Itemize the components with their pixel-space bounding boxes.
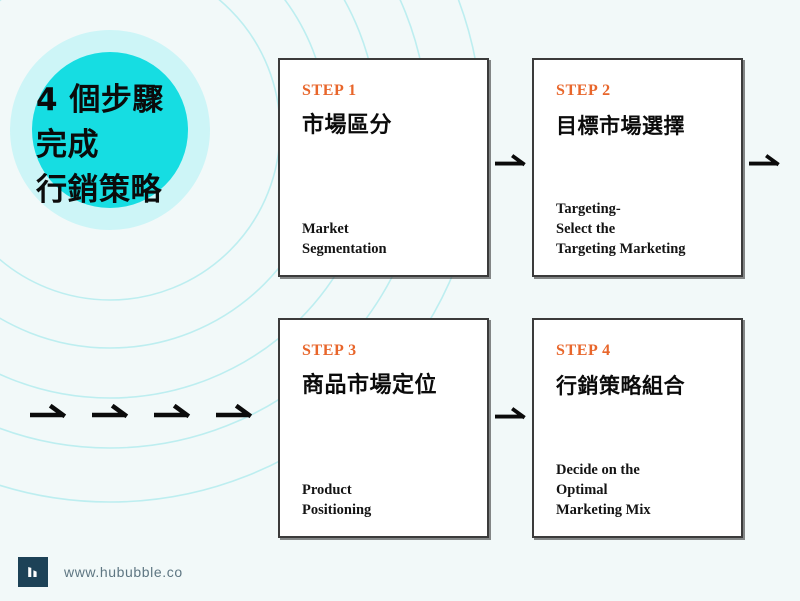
step-subtitle-4: Decide on the Optimal Marketing Mix <box>556 462 651 518</box>
step-label-4: STEP 4 <box>556 342 611 359</box>
arrow-step2-continue-icon <box>749 154 780 167</box>
decor-arrow-icon <box>216 403 253 419</box>
footer-url-text[interactable]: www.hububble.co <box>64 564 183 580</box>
step-label-3: STEP 3 <box>302 342 357 359</box>
step-subtitle-1: Market Segmentation <box>302 221 387 257</box>
step-title-2: 目標市場選擇 <box>556 114 685 138</box>
step-card-1-body: STEP 1 市場區分 Market Segmentation <box>280 60 487 275</box>
arrow-step3-to-step4-icon <box>495 407 526 420</box>
step-title-4: 行銷策略組合 <box>556 374 685 398</box>
step-title-1: 市場區分 <box>302 113 393 138</box>
logo-glyph <box>28 567 37 577</box>
step-label-2: STEP 2 <box>556 82 611 99</box>
step-card-4[interactable]: STEP 4 行銷策略組合 Decide on the Optimal Mark… <box>532 318 743 538</box>
step-subtitle-3: Product Positioning <box>302 482 372 518</box>
step-card-2[interactable]: STEP 2 目標市場選擇 Targeting- Select the Targ… <box>532 58 743 277</box>
decor-arrow-icon <box>154 403 191 419</box>
decor-arrow-icon <box>30 403 67 419</box>
step-card-3-body: STEP 3 商品市場定位 Product Positioning <box>280 320 487 536</box>
arrow-step1-to-step2-icon <box>495 154 526 167</box>
headline-line-3: 行銷策略 <box>36 172 162 208</box>
page-title: 4 個步驟 完成 行銷策略 <box>36 78 276 213</box>
step-label-1: STEP 1 <box>302 82 357 99</box>
decor-arrow-icon <box>92 403 129 419</box>
step-card-4-body: STEP 4 行銷策略組合 Decide on the Optimal Mark… <box>534 320 741 536</box>
decorative-arrow-row <box>30 403 256 421</box>
step-card-1[interactable]: STEP 1 市場區分 Market Segmentation <box>278 58 489 277</box>
step-card-2-body: STEP 2 目標市場選擇 Targeting- Select the Targ… <box>534 60 741 275</box>
headline-line-2: 完成 <box>36 127 99 163</box>
hububble-logo-icon <box>18 557 48 587</box>
step-subtitle-2: Targeting- Select the Targeting Marketin… <box>556 201 686 257</box>
headline-line-1: 4 個步驟 <box>36 82 164 118</box>
step-card-3[interactable]: STEP 3 商品市場定位 Product Positioning <box>278 318 489 538</box>
footer: www.hububble.co <box>18 557 183 587</box>
step-title-3: 商品市場定位 <box>302 373 438 398</box>
